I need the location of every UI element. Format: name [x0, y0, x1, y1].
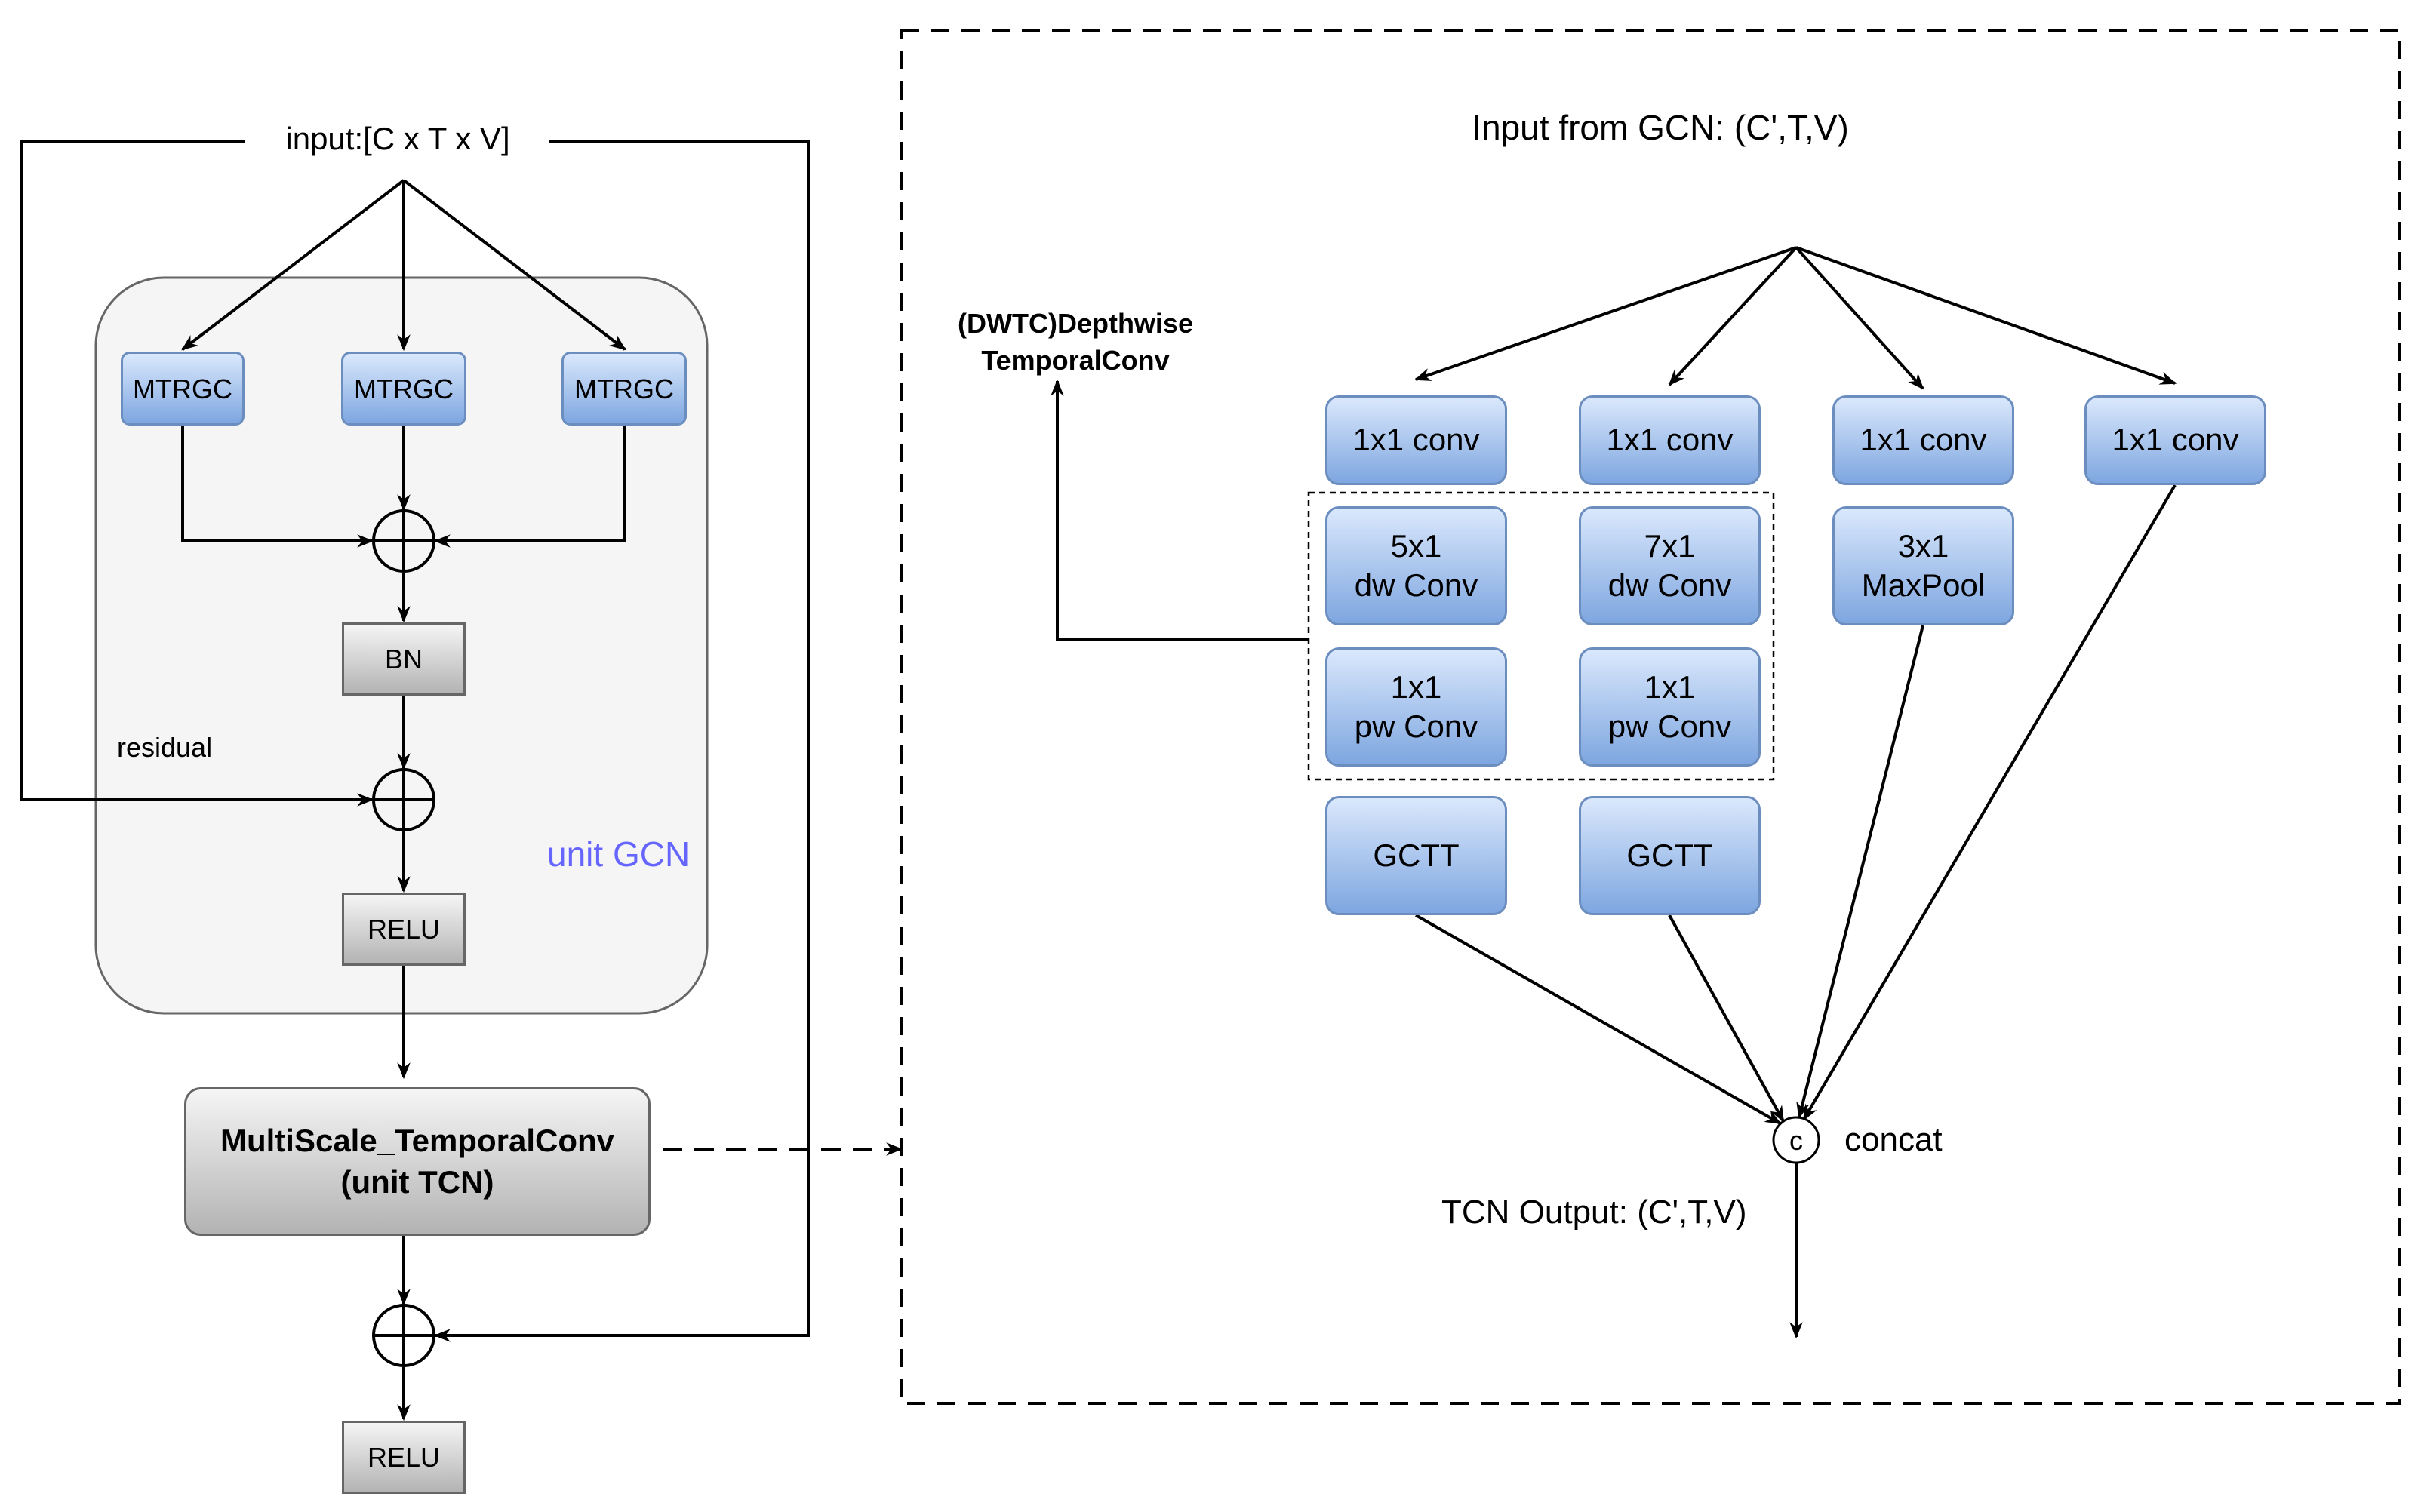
gcn-input-label: input:[C x T x V] — [285, 121, 510, 156]
branch1-1x1-pw-conv: 1x1 pw Conv — [1325, 647, 1507, 767]
bn-block: BN — [342, 622, 466, 696]
dwtc-group — [1307, 491, 1775, 781]
branch2-7x1-dw-conv: 7x1 dw Conv — [1579, 506, 1761, 625]
mtrgc-block-3: MTRGC — [561, 352, 687, 426]
tcn-output-label: TCN Output: (C',T,V) — [1441, 1194, 1747, 1231]
sum-node-3 — [372, 1304, 435, 1367]
branch3-1x1-conv: 1x1 conv — [1832, 395, 2014, 485]
branch4-1x1-conv: 1x1 conv — [2084, 395, 2266, 485]
branch2-1x1-pw-conv: 1x1 pw Conv — [1579, 647, 1761, 767]
multiscale-tcn-block: MultiScale_TemporalConv (unit TCN) — [184, 1087, 651, 1236]
mtrgc-block-2: MTRGC — [341, 352, 466, 426]
sum-node-1 — [372, 509, 435, 573]
sum-node-2 — [372, 768, 435, 831]
branch2-1x1-conv: 1x1 conv — [1579, 395, 1761, 485]
branch2-gctt: GCTT — [1579, 796, 1761, 915]
concat-node — [1772, 1116, 1820, 1164]
residual-label: residual — [117, 732, 213, 763]
branch1-gctt: GCTT — [1325, 796, 1507, 915]
dwtc-label: (DWTC)Depthwise TemporalConv — [958, 308, 1193, 376]
unit-gcn-label: unit GCN — [547, 834, 691, 874]
mtrgc-block-1: MTRGC — [121, 352, 245, 426]
concat-symbol: c — [1789, 1125, 1803, 1156]
tcn-input-label: Input from GCN: (C',T,V) — [1472, 108, 1849, 147]
relu-block-2: RELU — [342, 1421, 466, 1494]
branch1-5x1-dw-conv: 5x1 dw Conv — [1325, 506, 1507, 625]
branch3-3x1-maxpool: 3x1 MaxPool — [1832, 506, 2014, 625]
branch1-1x1-conv: 1x1 conv — [1325, 395, 1507, 485]
tcn-detail-region — [900, 29, 2401, 1405]
relu-block-1: RELU — [342, 893, 466, 966]
concat-label: concat — [1844, 1121, 1943, 1158]
